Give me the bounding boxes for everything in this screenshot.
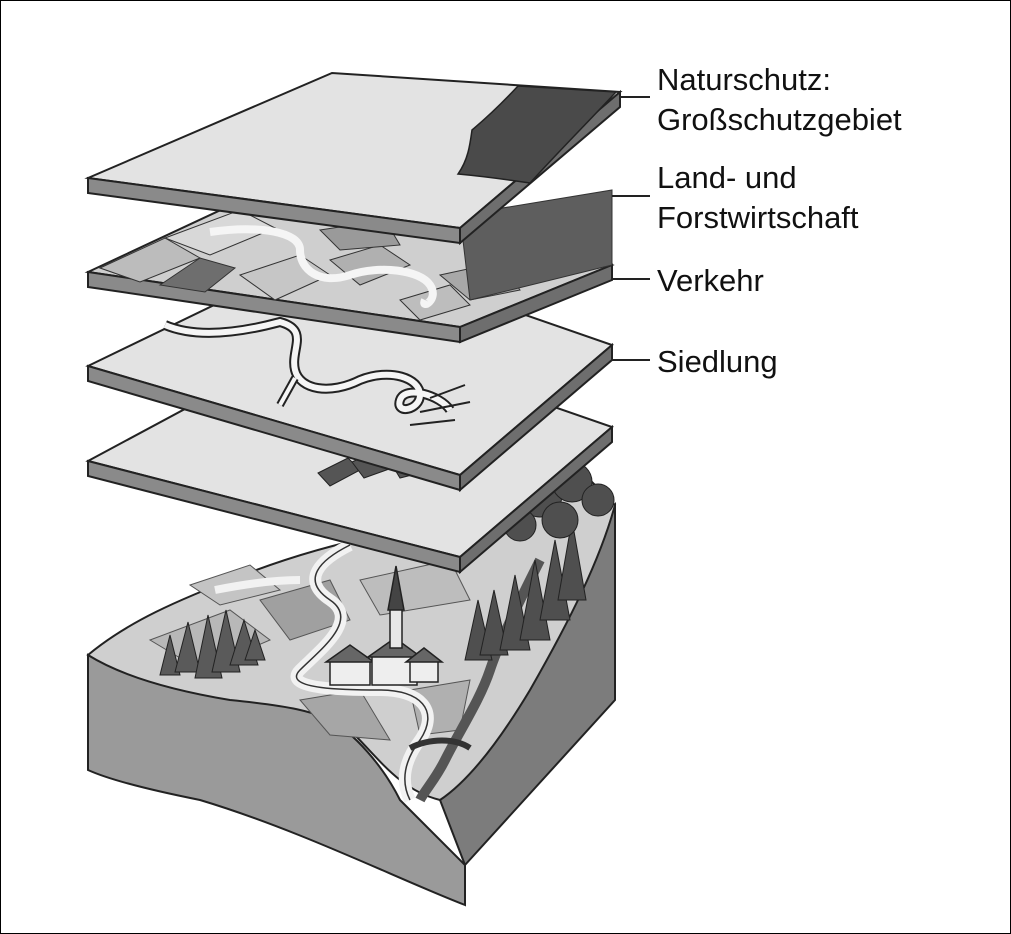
forest-right xyxy=(464,461,615,661)
plate-landwirtschaft xyxy=(84,156,615,344)
land-use-fields xyxy=(98,189,613,321)
road-network xyxy=(163,316,471,426)
label-naturschutz: Naturschutz: Großschutzgebiet xyxy=(657,60,902,140)
land-road xyxy=(209,225,437,308)
label-siedlung-line-1: Siedlung xyxy=(657,344,778,379)
label-siedlung: Siedlung xyxy=(657,342,778,382)
village xyxy=(323,565,445,686)
leader-lines xyxy=(612,96,650,361)
label-landwirtschaft-line-1: Land- und xyxy=(657,160,797,195)
label-verkehr-line-1: Verkehr xyxy=(657,263,764,298)
label-verkehr: Verkehr xyxy=(657,261,764,301)
label-landwirtschaft-line-2: Forstwirtschaft xyxy=(657,200,859,235)
label-landwirtschaft: Land- und Forstwirtschaft xyxy=(657,158,859,238)
forest-left xyxy=(159,609,266,679)
label-naturschutz-line-1: Naturschutz: xyxy=(657,62,832,97)
plate-naturschutz xyxy=(84,71,623,246)
protected-area xyxy=(456,85,618,184)
label-naturschutz-line-2: Großschutzgebiet xyxy=(657,102,902,137)
